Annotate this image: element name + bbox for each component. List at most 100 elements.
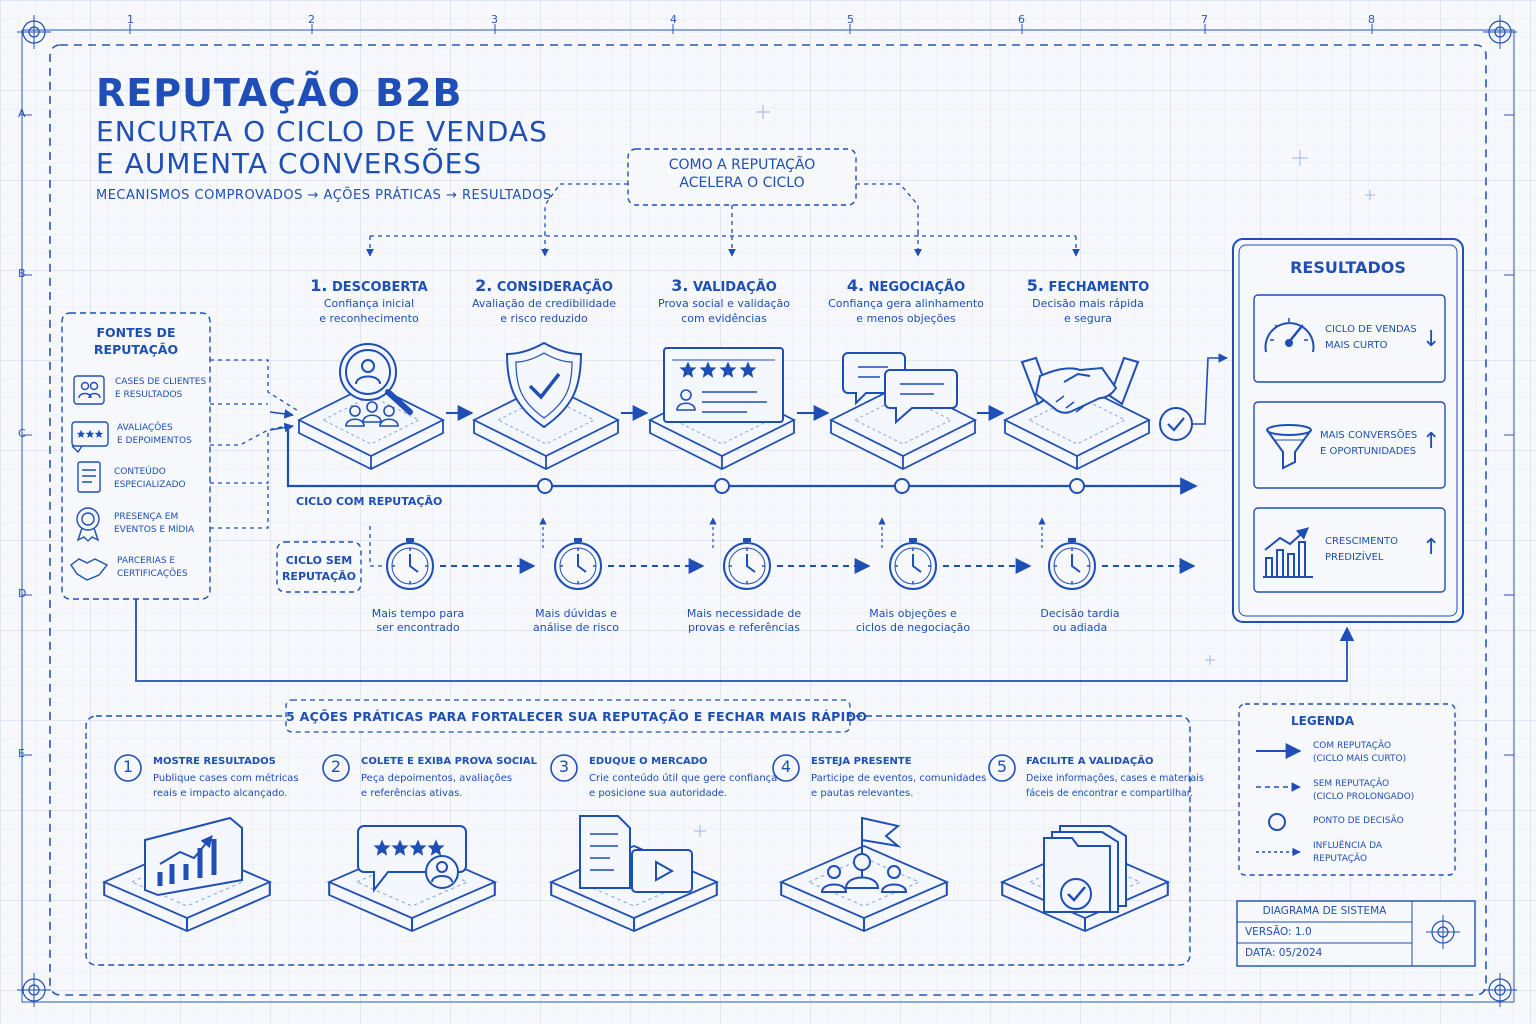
title-block-version: VERSÃO: 1.0 xyxy=(1245,926,1312,938)
stage-description: Confiança gera alinhamento xyxy=(828,297,984,310)
source-label: E DEPOIMENTOS xyxy=(117,436,192,446)
result-label: PREDIZÍVEL xyxy=(1325,552,1384,563)
source-label: ESPECIALIZADO xyxy=(114,480,186,490)
sources-title-line2: REPUTAÇÃO xyxy=(93,342,179,357)
stage-description: e segura xyxy=(1064,312,1112,325)
stage-name: NEGOCIAÇÃO xyxy=(868,280,966,295)
stage-description: e risco reduzido xyxy=(500,312,588,325)
action-text: e posicione sua autoridade. xyxy=(589,788,728,799)
cycle-without-label-line1: CICLO SEM xyxy=(285,554,353,567)
stage-number: 5. xyxy=(1026,276,1044,295)
action-text: Peça depoimentos, avaliações xyxy=(361,773,513,784)
legend-label: PONTO DE DECISÃO xyxy=(1313,816,1404,826)
action-title: FACILITE A VALIDAÇÃO xyxy=(1026,756,1154,767)
arrow-down-icon: ↓ xyxy=(1422,327,1441,352)
page-subtitle-line2: E AUMENTA CONVERSÕES xyxy=(96,147,483,180)
action-number: 3 xyxy=(558,757,570,776)
delay-step-text: ciclos de negociação xyxy=(855,621,971,634)
stage-description: com evidências xyxy=(681,312,767,325)
legend-label: SEM REPUTAÇÃO xyxy=(1313,779,1390,789)
ruler-row-d: D xyxy=(18,587,27,600)
source-label: PRESENÇA EM xyxy=(114,512,179,522)
stage-description: e reconhecimento xyxy=(319,312,419,325)
action-text: Crie conteúdo útil que gere confiança xyxy=(589,773,778,784)
speedometer-icon xyxy=(1264,318,1315,353)
stage-description: Decisão mais rápida xyxy=(1032,297,1144,310)
action-title: MOSTRE RESULTADOS xyxy=(153,756,276,767)
action-title: EDUQUE O MERCADO xyxy=(589,756,708,767)
ruler-col-3: 3 xyxy=(491,13,498,26)
action-text: Publique cases com métricas xyxy=(153,773,299,784)
action-number: 5 xyxy=(996,757,1008,776)
cycle-with-reputation-label: CICLO COM REPUTAÇÃO xyxy=(296,495,443,508)
action-text: fáceis de encontrar e compartilhar. xyxy=(1026,788,1193,799)
arrow-up-icon: ↑ xyxy=(1422,535,1441,560)
source-icons xyxy=(70,375,109,581)
stage-description: Avaliação de credibilidade xyxy=(471,297,616,310)
result-label: CRESCIMENTO xyxy=(1325,536,1398,547)
sources-title-line1: FONTES DE xyxy=(96,325,176,340)
ruler-col-2: 2 xyxy=(308,13,315,26)
action-text: reais e impacto alcançado. xyxy=(153,788,288,799)
content-video-icon xyxy=(579,815,693,893)
legend-label: (CICLO MAIS CURTO) xyxy=(1313,754,1407,764)
ruler-col-1: 1 xyxy=(127,13,134,26)
delay-step-text: Mais necessidade de xyxy=(686,607,802,620)
ruler-col-4: 4 xyxy=(670,13,677,26)
delay-clocks xyxy=(386,537,1096,590)
chart-screen-icon xyxy=(144,816,243,897)
results-title: RESULTADOS xyxy=(1290,258,1406,277)
delay-step-text: Mais tempo para xyxy=(371,607,465,620)
action-number: 1 xyxy=(122,757,134,776)
stage-number: 4. xyxy=(846,276,865,295)
legend-label: (CICLO PROLONGADO) xyxy=(1313,792,1415,802)
page-title: REPUTAÇÃO B2B xyxy=(96,71,463,115)
stage-number: 1. xyxy=(310,276,328,295)
delay-step-text: Mais objeções e xyxy=(869,607,957,620)
folder-check-icon xyxy=(1043,825,1127,913)
search-people-icon xyxy=(339,343,413,427)
result-label: MAIS CONVERSÕES xyxy=(1320,430,1418,441)
source-label: CONTEÚDO xyxy=(114,467,166,477)
ruler-row-a: A xyxy=(18,107,26,120)
legend-label: COM REPUTAÇÃO xyxy=(1313,741,1392,751)
result-label: MAIS CURTO xyxy=(1325,340,1388,351)
delay-step-text: ou adiada xyxy=(1052,621,1108,634)
ruler-row-c: C xyxy=(18,427,26,440)
delay-step-text: Mais dúvidas e xyxy=(535,607,617,620)
delay-step-text: provas e referências xyxy=(687,621,801,634)
stage-description: e menos objeções xyxy=(856,312,956,325)
result-label: CICLO DE VENDAS xyxy=(1325,324,1417,335)
action-number: 4 xyxy=(780,757,792,776)
action-text: e pautas relevantes. xyxy=(811,788,914,799)
review-bubble-icon xyxy=(357,825,467,893)
handshake-icon xyxy=(1020,356,1140,414)
review-card-icon xyxy=(663,347,784,423)
cycle-without-label-line2: REPUTAÇÃO xyxy=(281,570,357,583)
action-text: Deixe informações, cases e materiais xyxy=(1026,773,1204,784)
source-label: CERTIFICAÇÕES xyxy=(117,569,188,579)
legend-title: LEGENDA xyxy=(1291,714,1355,728)
stage-name: CONSIDERAÇÃO xyxy=(496,280,613,295)
ruler-row-e: E xyxy=(18,747,25,760)
growth-chart-icon xyxy=(1263,527,1313,578)
accelerate-box-line1: COMO A REPUTAÇÃO xyxy=(668,157,816,173)
ruler-row-b: B xyxy=(18,267,26,280)
arrow-up-icon: ↑ xyxy=(1422,429,1441,454)
source-label: E RESULTADOS xyxy=(115,390,183,400)
delay-step-text: análise de risco xyxy=(533,621,619,634)
title-block-name: DIAGRAMA DE SISTEMA xyxy=(1262,905,1387,917)
ruler-col-5: 5 xyxy=(847,13,854,26)
stage-number: 3. xyxy=(671,276,689,295)
legend-label: REPUTAÇÃO xyxy=(1313,854,1368,864)
source-label: PARCERIAS E xyxy=(117,556,176,566)
stage-description: Confiança inicial xyxy=(323,297,415,310)
stage-number: 2. xyxy=(475,276,493,295)
source-label: AVALIAÇÕES xyxy=(117,423,173,433)
action-title: ESTEJA PRESENTE xyxy=(811,756,912,767)
delay-step-text: ser encontrado xyxy=(376,621,460,634)
action-title: COLETE E EXIBA PROVA SOCIAL xyxy=(361,756,538,767)
action-text: Participe de eventos, comunidades xyxy=(811,773,987,784)
